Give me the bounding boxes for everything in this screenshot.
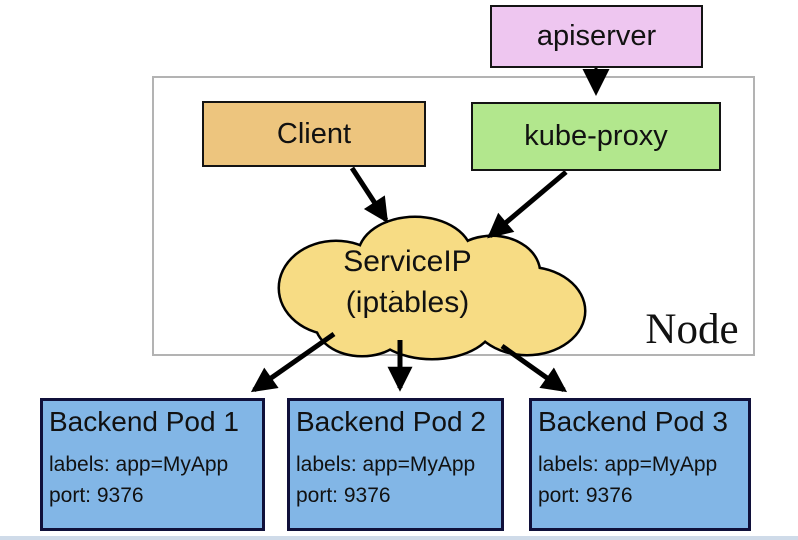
pod-labels: labels: app=MyApp	[296, 453, 476, 476]
pod-title: Backend Pod 3	[538, 406, 728, 437]
arrow-client-to-serviceip	[349, 166, 389, 224]
apiserver-box: apiserver	[490, 5, 703, 68]
backend-pod-1: Backend Pod 1 labels: app=MyApp port: 93…	[40, 398, 265, 531]
node-label: Node	[645, 306, 739, 353]
service-cloud-shape	[277, 215, 587, 361]
kube-proxy-label: kube-proxy	[524, 120, 668, 152]
arrow-serviceip-to-pod3	[500, 343, 568, 393]
client-box: Client	[202, 101, 426, 167]
bottom-divider	[0, 536, 798, 540]
pod-title: Backend Pod 1	[49, 406, 239, 437]
kube-proxy-box: kube-proxy	[471, 102, 721, 171]
iptables-label: (iptables)	[345, 286, 470, 319]
arrow-kubeproxy-to-serviceip	[487, 170, 568, 239]
pod-port: port: 9376	[49, 484, 144, 507]
pod-title: Backend Pod 2	[296, 406, 486, 437]
backend-pod-2: Backend Pod 2 labels: app=MyApp port: 93…	[287, 398, 504, 531]
serviceip-cloud-text: ServiceIP (iptables)	[295, 241, 520, 323]
client-label: Client	[276, 117, 352, 150]
pod-port: port: 9376	[538, 484, 633, 507]
pod-port: port: 9376	[296, 484, 391, 507]
pod-labels: labels: app=MyApp	[538, 453, 718, 476]
apiserver-label: apiserver	[536, 20, 657, 52]
pod-labels: labels: app=MyApp	[49, 453, 229, 476]
serviceip-label: ServiceIP	[343, 245, 472, 278]
backend-pod-3: Backend Pod 3 labels: app=MyApp port: 93…	[529, 398, 751, 531]
arrow-serviceip-to-pod1	[250, 331, 336, 393]
